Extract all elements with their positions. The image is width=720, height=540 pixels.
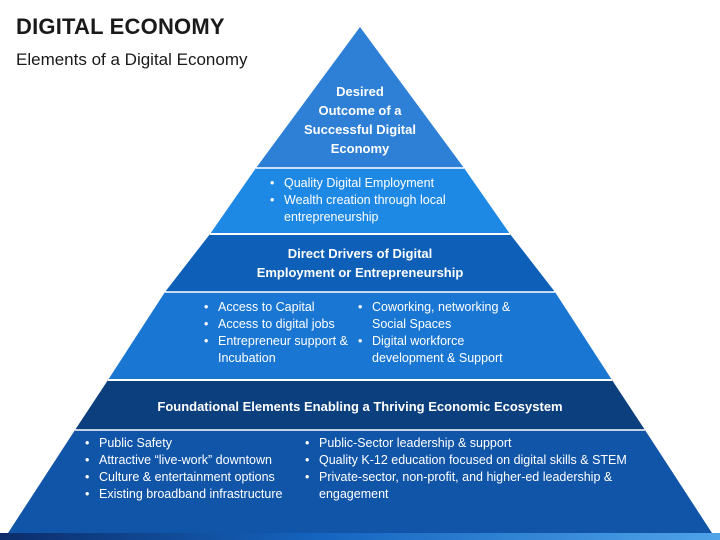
tier2-bullet-item: Access to digital jobs (204, 316, 354, 333)
tier3-header-line: Foundational Elements Enabling a Thrivin… (157, 399, 563, 414)
tier2-bullet-item: Coworking, networking & Social Spaces (358, 299, 518, 333)
tier3-bullets-right: Public-Sector leadership & support Quali… (305, 435, 635, 503)
tier3-header-shape (75, 380, 645, 430)
tier1-header-shape (256, 27, 464, 168)
tier2-header: Direct Drivers of Digital Employment or … (200, 244, 520, 282)
tier2-bullets-left: Access to Capital Access to digital jobs… (204, 299, 354, 367)
tier1-header-line: Desired (336, 84, 384, 99)
tier1-bullet-item: Wealth creation through local entreprene… (270, 192, 460, 226)
tier1-header-line: Economy (330, 141, 390, 156)
tier1-header-line: Successful Digital (304, 122, 416, 137)
tier3-bullet-item: Public Safety (85, 435, 300, 452)
tier2-bullet-item: Entrepreneur support & Incubation (204, 333, 354, 367)
page-title: DIGITAL ECONOMY (16, 14, 225, 39)
tier3-header: Foundational Elements Enabling a Thrivin… (110, 397, 610, 416)
tier3-bullet-item: Existing broadband infrastructure (85, 486, 300, 503)
tier2-header-shape (165, 234, 555, 292)
tier3-bullet-item: Private-sector, non-profit, and higher-e… (305, 469, 635, 503)
tier1-bullets: Quality Digital Employment Wealth creati… (270, 175, 460, 226)
tier3-bullet-item: Culture & entertainment options (85, 469, 300, 486)
tier3-bullet-item: Public-Sector leadership & support (305, 435, 635, 452)
tier2-header-line: Direct Drivers of Digital (287, 246, 433, 261)
tier2-header-line: Employment or Entrepreneurship (256, 265, 464, 280)
tier3-bullet-item: Quality K-12 education focused on digita… (305, 452, 635, 469)
tier1-bullet-item: Quality Digital Employment (270, 175, 460, 192)
page-subtitle: Elements of a Digital Economy (16, 50, 248, 69)
tier3-bullets-left: Public Safety Attractive “live-work” dow… (85, 435, 300, 503)
tier3-bullet-item: Attractive “live-work” downtown (85, 452, 300, 469)
tier1-header-line: Outcome of a (318, 103, 402, 118)
tier2-bullets-right: Coworking, networking & Social Spaces Di… (358, 299, 518, 367)
tier2-bullet-item: Access to Capital (204, 299, 354, 316)
tier2-bullet-item: Digital workforce development & Support (358, 333, 518, 367)
tier1-header: Desired Outcome of a Successful Digital … (280, 82, 440, 158)
footer-bar (0, 533, 720, 540)
